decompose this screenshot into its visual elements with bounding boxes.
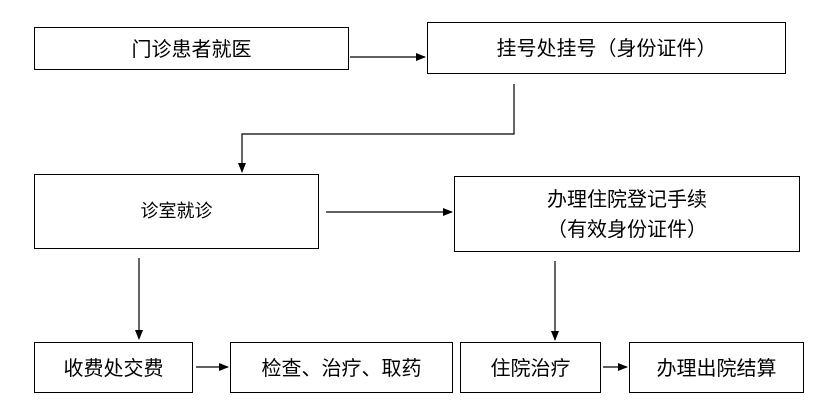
node-registration-label: 挂号处挂号（身份证件） bbox=[496, 36, 717, 60]
node-outpatient: 门诊患者就医 bbox=[34, 27, 349, 70]
node-inpatient-label: 住院治疗 bbox=[490, 355, 571, 380]
node-discharge: 办理出院结算 bbox=[629, 342, 804, 393]
node-inpatient: 住院治疗 bbox=[460, 342, 601, 393]
node-admission: 办理住院登记手续 （有效身份证件） bbox=[454, 176, 800, 252]
node-exam-label: 检查、治疗、取药 bbox=[261, 355, 422, 380]
node-discharge-label: 办理出院结算 bbox=[656, 355, 777, 380]
arrow-registration-to-consultation bbox=[238, 84, 515, 173]
node-admission-line2: （有效身份证件） bbox=[547, 217, 707, 241]
node-payment-label: 收费处交费 bbox=[63, 355, 164, 380]
node-registration: 挂号处挂号（身份证件） bbox=[427, 22, 786, 74]
node-admission-line1: 办理住院登记手续 bbox=[547, 187, 707, 211]
node-exam: 检查、治疗、取药 bbox=[230, 342, 453, 393]
node-outpatient-label: 门诊患者就医 bbox=[131, 36, 252, 61]
node-payment: 收费处交费 bbox=[34, 342, 193, 393]
node-consultation-label: 诊室就诊 bbox=[140, 200, 213, 222]
node-consultation: 诊室就诊 bbox=[34, 174, 319, 249]
